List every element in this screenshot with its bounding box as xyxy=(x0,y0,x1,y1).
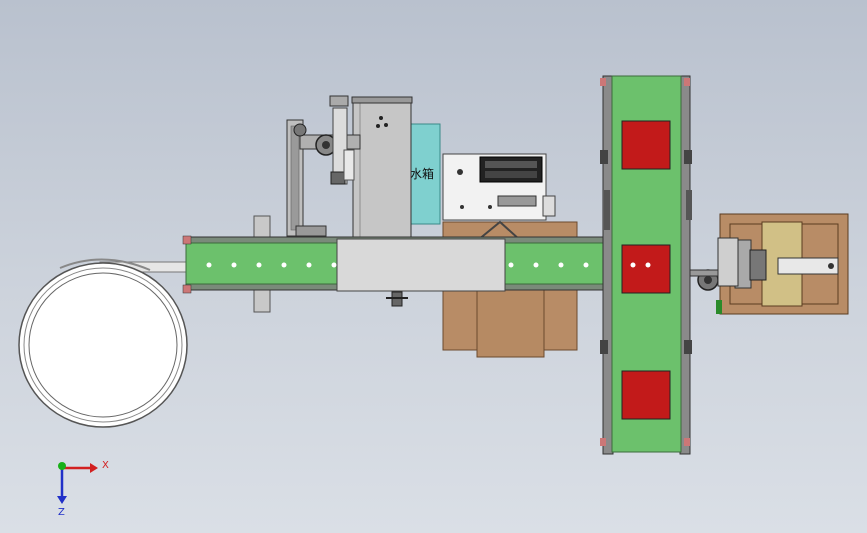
z-axis-label: Z xyxy=(58,507,65,518)
side-module xyxy=(689,213,849,315)
y-axis-marker xyxy=(58,462,66,470)
conveyor-hole xyxy=(558,262,564,268)
conveyor-hole xyxy=(533,262,539,268)
conveyor-hole xyxy=(206,262,212,268)
support-plate xyxy=(253,215,271,241)
cover-bracket xyxy=(386,291,408,307)
conveyor-hole xyxy=(583,262,589,268)
x-axis-label: X xyxy=(102,460,109,471)
axis-triad: X Z xyxy=(57,460,109,518)
water-tank: 水箱 xyxy=(409,123,441,225)
conveyor-holes xyxy=(206,262,614,268)
robot-arm xyxy=(286,95,361,237)
vertical-conveyor xyxy=(600,75,692,455)
conveyor-hole xyxy=(331,262,337,268)
conveyor-hole xyxy=(508,262,514,268)
support-plate-lower xyxy=(253,289,271,313)
conveyor-hole xyxy=(281,262,287,268)
conveyor-hole xyxy=(306,262,312,268)
conveyor-hole xyxy=(231,262,237,268)
printer-unit xyxy=(442,153,556,241)
conveyor-hole xyxy=(256,262,262,268)
conveyor-cover xyxy=(336,238,506,292)
bowl-feeder xyxy=(18,258,191,428)
gantry-column xyxy=(351,96,413,242)
water-tank-label: 水箱 xyxy=(410,166,434,181)
